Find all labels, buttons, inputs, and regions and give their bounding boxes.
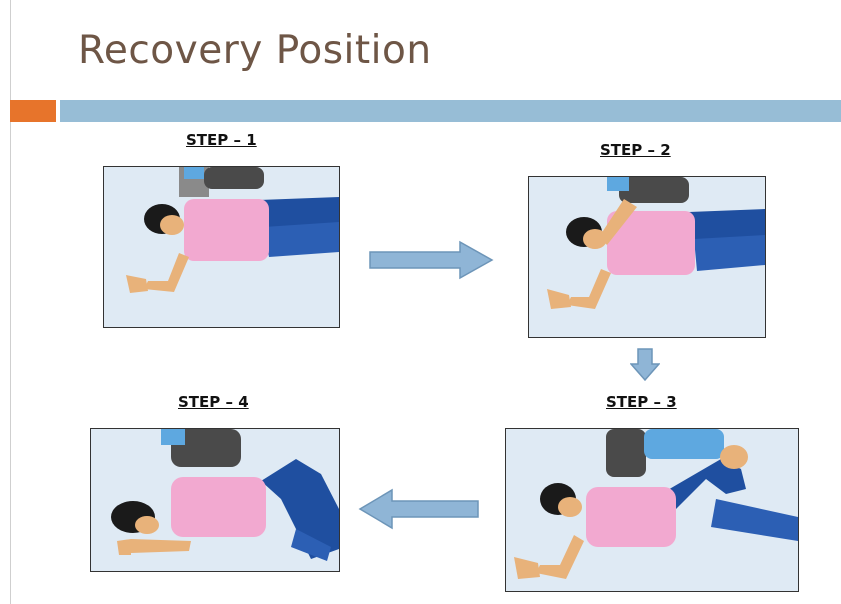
page-title: Recovery Position [78,28,432,73]
arrow-down-icon [630,348,660,382]
header-accent-orange [10,100,56,122]
step-4-label: STEP – 4 [178,393,249,411]
step-3-label: STEP – 3 [606,393,677,411]
header-accent-blue [60,100,841,122]
step-2-illustration [528,176,766,338]
step-2-label: STEP – 2 [600,141,671,159]
arrow-left-icon [358,488,480,530]
step-4-illustration [90,428,340,572]
left-border-line [10,0,11,604]
step-1-illustration [103,166,340,328]
step-1-label: STEP – 1 [186,131,257,149]
step-3-illustration [505,428,799,592]
arrow-right-icon [368,240,496,280]
